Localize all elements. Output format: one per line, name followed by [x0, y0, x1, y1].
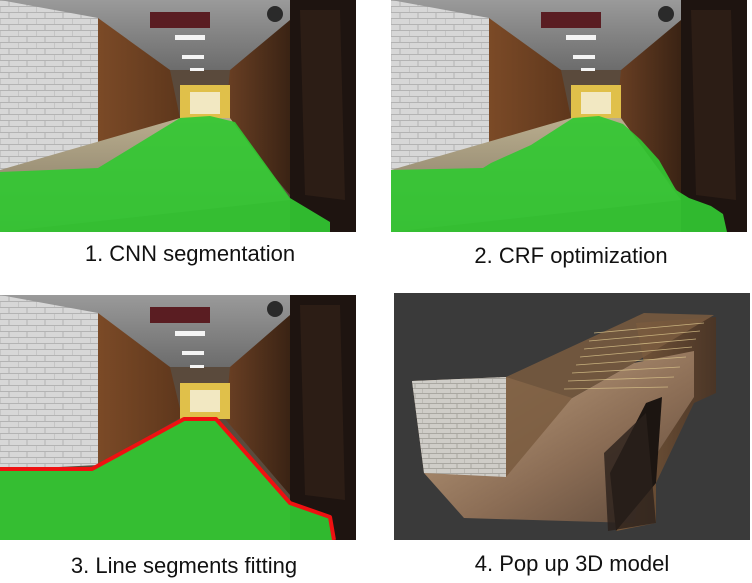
popup-3d-model-panel: [394, 293, 750, 540]
caption-line-segments-fitting: 3. Line segments fitting: [70, 553, 298, 578]
caption-pop-up-3d-model: 4. Pop up 3D model: [474, 551, 670, 576]
caption-cnn-segmentation: 1. CNN segmentation: [84, 241, 296, 266]
crf-optimization-panel: [391, 0, 747, 232]
line-segments-panel: [0, 295, 356, 540]
cnn-segmentation-panel: [0, 0, 356, 232]
caption-crf-optimization: 2. CRF optimization: [474, 243, 668, 268]
